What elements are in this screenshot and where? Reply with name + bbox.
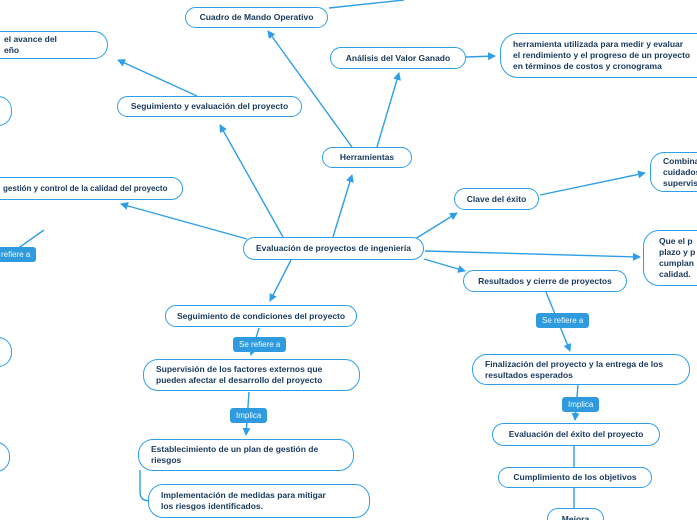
node-text: Clave del éxito [466,193,527,204]
node-herramientas[interactable]: Herramientas [322,147,412,168]
node-analisis-valor-ganado[interactable]: Análisis del Valor Ganado [330,47,466,69]
connector-central-herramientas [332,174,354,238]
node-supervision-factores[interactable]: Supervisión de los factores externos que… [143,359,360,391]
node-text-line: los riesgos identificados. [161,501,264,511]
node-text-line: cuidados [663,166,697,177]
connector-analisis-descripcion [465,52,496,61]
edge-label-se-refiere-a-left[interactable]: Se refiere a [0,247,37,262]
node-text: Cuadro de Mando Operativo [199,12,314,22]
node-text-line: cumplan [659,258,694,268]
node-mejora-cutoff[interactable]: Mejora [547,508,604,520]
node-text-line: eño [4,45,20,55]
edge-label-implica-riesgos[interactable]: Implica [230,408,268,423]
node-herramienta-descripcion[interactable]: herramienta utilizada para medir y evalu… [500,33,697,78]
connector-central-que [424,250,641,261]
node-resultados-cierre[interactable]: Resultados y cierre de proyectos [463,270,627,292]
node-text-line: plazo y p [659,247,696,257]
edge-label-se-refiere-a-condiciones[interactable]: Se refiere a [233,337,287,352]
node-seguimiento-condiciones[interactable]: Seguimiento de condiciones del proyecto [165,305,357,327]
node-evaluacion-proyectos-ingenieria[interactable]: Evaluación de proyectos de ingeniería [243,237,424,260]
node-text-line: calidad. [659,269,691,279]
node-text-line: el avance del [4,34,57,44]
node-que-descripcion[interactable]: Que el p plazo y p cumplan calidad. [643,230,697,286]
connector-central-seguimiento-evaluacion [219,124,284,238]
connector-herramientas-cuadro [267,30,353,148]
node-text-line: en términos de costos y cronograma [513,61,662,71]
node-text-line: pueden afectar el desarrollo del proyect… [156,375,323,385]
node-avance-descripcion[interactable]: el avance del eño [0,31,108,59]
node-text-line: riesgos [151,455,182,465]
node-text-line: el rendimiento y el progreso de un proye… [513,50,691,60]
node-cuadro-mando-operativo[interactable]: Cuadro de Mando Operativo [185,7,328,28]
node-combina-descripcion[interactable]: Combina cuidados supervis [650,152,697,192]
node-text-line: Que el p [659,236,693,246]
node-text: Seguimiento y evaluación del proyecto [130,101,289,111]
node-text: Evaluación de proyectos de ingeniería [256,243,411,253]
node-text-line: Finalización del proyecto y la entrega d… [485,358,664,369]
connector-herramientas-analisis [376,72,401,148]
node-text-line: herramienta utilizada para medir y evalu… [513,39,684,49]
node-text-line: Combina [663,155,697,166]
connector-central-clave [414,212,458,240]
connector-central-resultados [423,258,466,273]
node-text: Seguimiento de condiciones del proyecto [176,310,346,321]
connector-cuadro-cutoff [328,0,405,9]
edge-label-implica-evaluacion[interactable]: Implica [562,397,600,412]
connector-seguimiento-avance [117,59,198,97]
node-text: Herramientas [339,152,395,162]
node-finalizacion-proyecto[interactable]: Finalización del proyecto y la entrega d… [472,354,690,385]
node-text: Evaluación del éxito del proyecto [508,429,644,439]
edge-label-se-refiere-a-resultados[interactable]: Se refiere a [536,313,590,328]
node-cumplimiento-objetivos[interactable]: Cumplimiento de los objetivos [498,467,652,488]
node-establecimiento-plan[interactable]: Establecimiento de un plan de gestión de… [138,439,354,471]
node-text-line: Establecimiento de un plan de gestión de [151,444,319,454]
node-text: Análisis del Valor Ganado [345,52,451,63]
node-text-line: supervis [663,177,697,188]
node-evaluacion-exito[interactable]: Evaluación del éxito del proyecto [492,423,660,446]
connector-central-gestion-calidad [120,202,248,240]
node-text-line: Implementación de medidas para mitigar [161,490,326,500]
node-text: Cumplimiento de los objetivos [513,472,637,482]
connector-central-condiciones [269,259,292,302]
node-text: Resultados y cierre de proyectos [478,275,612,286]
node-text: gestión y control de la calidad del proy… [3,184,168,193]
node-text-line: Supervisión de los factores externos que [156,364,323,374]
node-seguimiento-evaluacion[interactable]: Seguimiento y evaluación del proyecto [117,96,302,117]
node-text-line: resultados esperados [485,369,573,380]
node-gestion-calidad[interactable]: gestión y control de la calidad del proy… [0,177,183,200]
node-clave-exito[interactable]: Clave del éxito [454,188,539,210]
node-text: Mejora [561,513,590,520]
node-implementacion-medidas[interactable]: Implementación de medidas para mitigar l… [148,484,370,518]
connector-clave-combina [539,170,646,196]
